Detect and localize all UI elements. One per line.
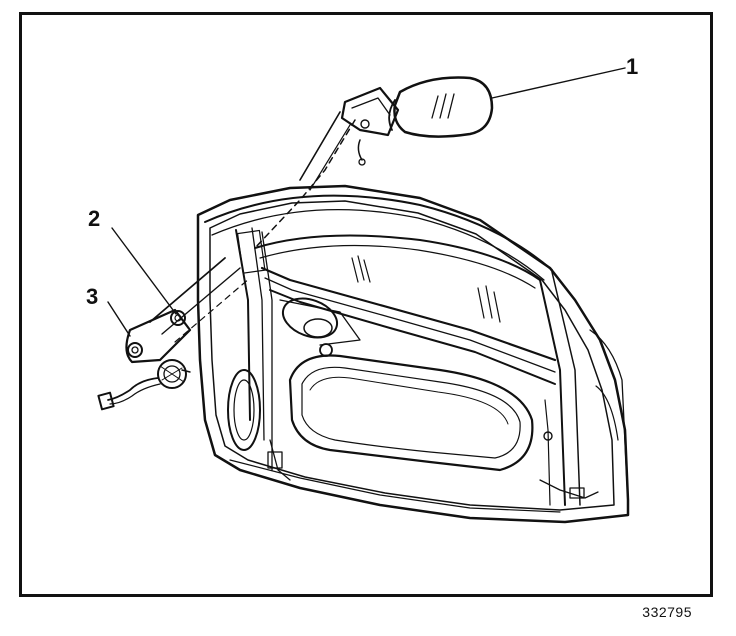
mirror-mount-base	[340, 86, 400, 137]
door-panel-cutout	[288, 354, 534, 472]
callout-2: 2	[88, 206, 101, 231]
glass-reflection-marks	[351, 255, 501, 323]
callout-1: 1	[626, 54, 639, 79]
diagram-frame	[19, 12, 713, 597]
window-frame-top	[204, 194, 553, 271]
mirror-glass-hatch	[431, 93, 455, 119]
mirror-patch-bracket	[125, 308, 192, 364]
wiring-harness	[107, 377, 159, 401]
leader-line-3	[107, 301, 131, 337]
belt-molding	[260, 266, 557, 362]
figure-id: 332795	[642, 604, 692, 620]
patch-bolt	[127, 342, 143, 358]
door-inner-edge	[209, 200, 615, 511]
leader-line-1	[491, 67, 626, 99]
callout-3: 3	[86, 284, 99, 309]
regulator-opening	[281, 297, 339, 339]
alignment-guide	[254, 119, 356, 249]
speaker-cutout	[227, 369, 261, 451]
wiring-grommet	[157, 359, 187, 389]
harness-connector	[97, 391, 115, 411]
leader-line-2	[111, 227, 177, 315]
grommet-nut	[170, 310, 186, 326]
mirror-housing	[393, 76, 494, 138]
